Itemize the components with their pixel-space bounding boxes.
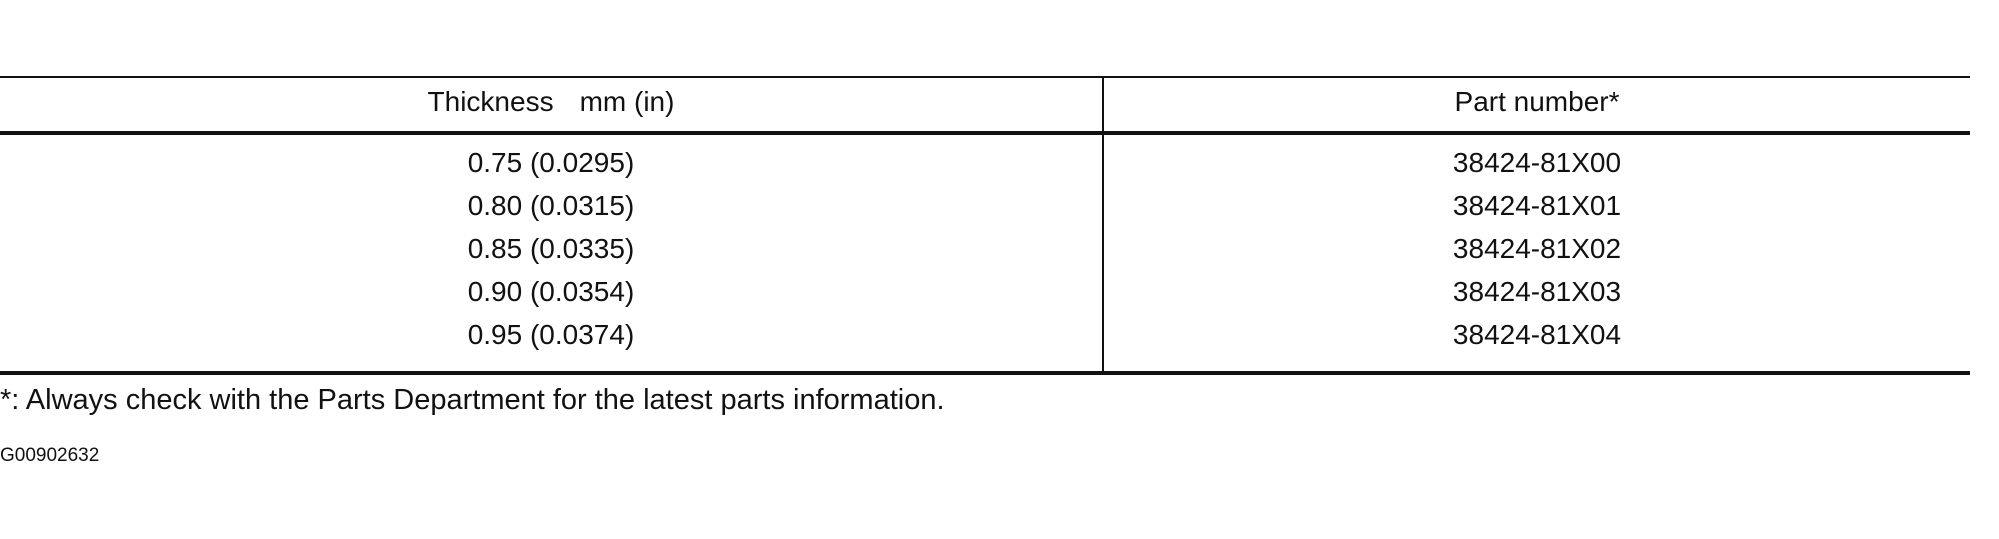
thickness-cell: 0.75 (0.0295) [467,147,635,178]
part-number-cell: 38424-81X00 [1452,147,1622,178]
table-column-divider [1102,76,1104,373]
table-footnote: *: Always check with the Parts Departmen… [0,384,945,416]
header-thickness-unit: mm (in) [579,86,675,117]
part-number-cell: 38424-81X02 [1452,233,1622,264]
part-number-cell: 38424-81X01 [1452,190,1622,221]
table-top-rule [0,76,1970,78]
header-thickness-label: Thickness [427,86,554,117]
header-thickness: Thickness mm (in) [0,82,1102,122]
table-bottom-rule [0,371,1970,375]
part-number-cell: 38424-81X03 [1452,276,1622,307]
thickness-cell: 0.80 (0.0315) [467,190,635,221]
table-header-rule [0,131,1970,135]
thickness-cell: 0.85 (0.0335) [467,233,635,264]
thickness-cell: 0.95 (0.0374) [467,319,635,350]
figure-id: G00902632 [0,445,100,466]
header-part-number: Part number* [1454,86,1620,117]
part-number-cell: 38424-81X04 [1452,319,1622,350]
thickness-cell: 0.90 (0.0354) [467,276,635,307]
